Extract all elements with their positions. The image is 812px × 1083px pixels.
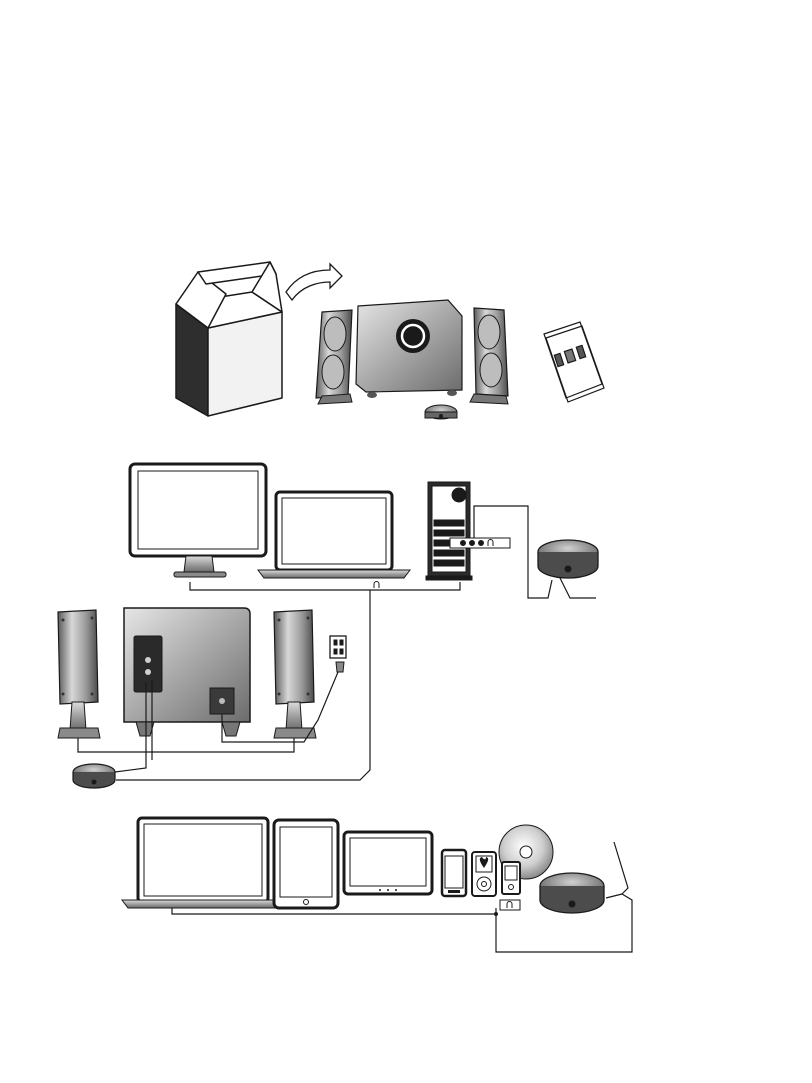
tablet-icon <box>344 832 432 894</box>
headphone-jack-icon <box>374 582 379 589</box>
control-pod-icon <box>540 873 604 913</box>
speaker-icon <box>274 610 316 738</box>
monitor-icon <box>130 464 266 577</box>
manual-icon <box>544 322 604 402</box>
control-pod-icon <box>538 540 598 578</box>
phone-icon <box>442 850 466 896</box>
control-pod-icon <box>73 764 115 788</box>
audio-port-callout <box>450 538 510 548</box>
speaker-wiring-section <box>58 608 370 788</box>
subwoofer-icon <box>124 608 250 736</box>
mp3-player-icon <box>502 862 520 894</box>
tower-pc-icon <box>426 482 472 580</box>
arrow-icon <box>286 264 342 300</box>
tablet-icon <box>274 820 338 908</box>
unbox-section <box>176 262 604 419</box>
speaker-icon <box>470 308 508 404</box>
mp3-player-icon <box>472 852 496 896</box>
speaker-icon <box>58 610 100 738</box>
control-pod-icon <box>425 405 457 419</box>
box-icon <box>176 262 282 416</box>
mobile-section <box>122 818 632 952</box>
laptop-icon <box>258 492 410 578</box>
cable-junction <box>494 912 498 916</box>
subwoofer-icon <box>356 300 462 398</box>
speaker-icon <box>316 310 352 404</box>
computer-section <box>130 464 598 612</box>
power-outlet-icon <box>330 636 346 672</box>
laptop-icon <box>122 818 286 908</box>
